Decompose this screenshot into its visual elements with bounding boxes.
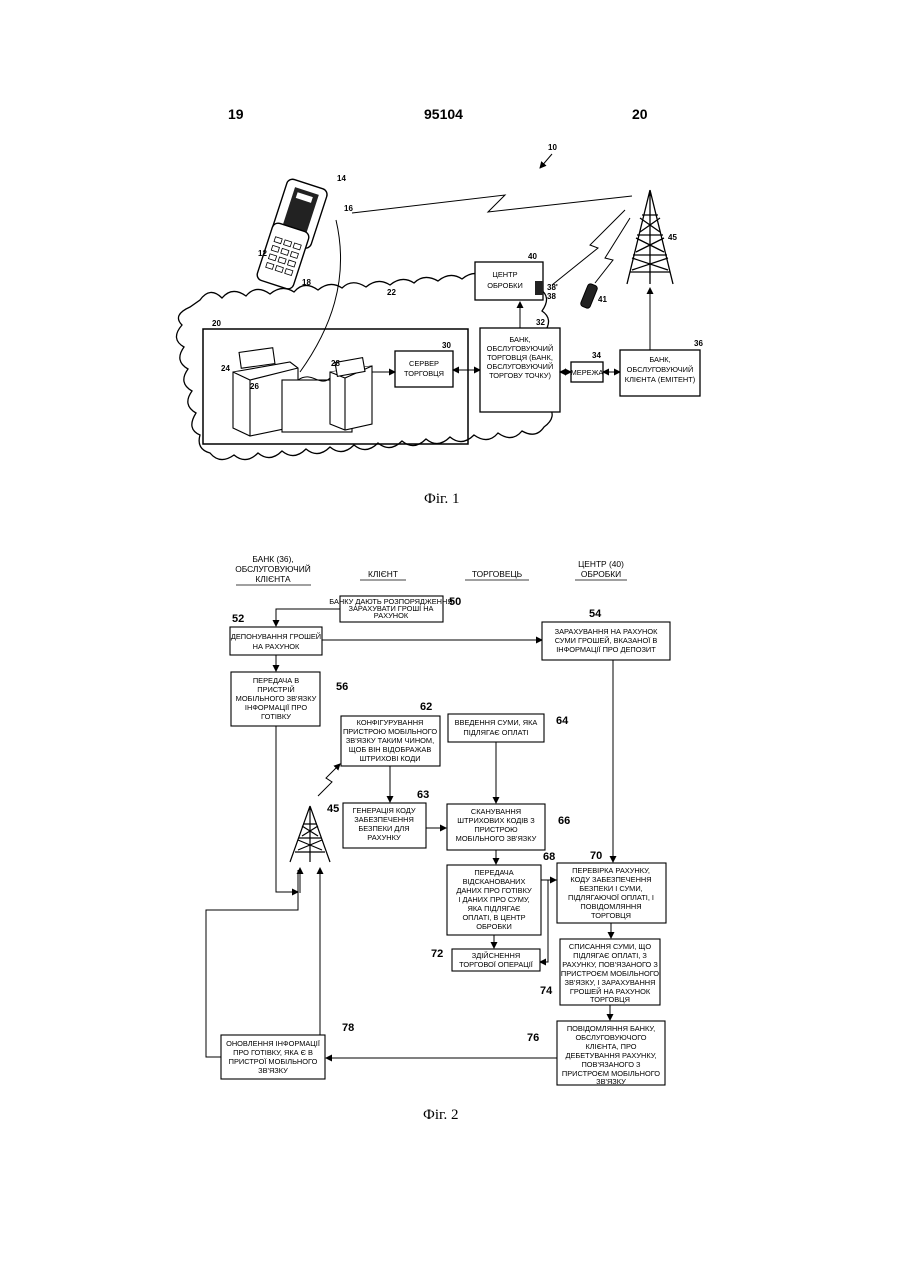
step-76-line-7: ЗВ'ЯЗКУ xyxy=(596,1077,626,1086)
step-76-line-4: ДЕБЕТУВАННЯ РАХУНКУ, xyxy=(565,1051,656,1060)
step-54-line-2: СУМИ ГРОШЕЙ, ВКАЗАНОЇ В xyxy=(555,636,658,645)
step-66-line-2: ШТРИХОВИХ КОДІВ З xyxy=(457,816,535,825)
ref-76: 76 xyxy=(527,1032,539,1044)
ref-64: 64 xyxy=(556,715,569,727)
step-56-line-3: МОБІЛЬНОГО ЗВ'ЯЗКУ xyxy=(236,694,317,703)
step-52-line-1: ДЕПОНУВАННЯ ГРОШЕЙ xyxy=(231,632,321,641)
step-68-line-6: ОПЛАТІ, В ЦЕНТР xyxy=(462,913,525,922)
step-74-line-1: СПИСАННЯ СУМИ, ЩО xyxy=(569,942,651,951)
ref-62: 62 xyxy=(420,701,432,713)
ref-52: 52 xyxy=(232,613,244,625)
step-63-line-4: РАХУНКУ xyxy=(367,833,401,842)
col-merchant: ТОРГОВЕЦЬ xyxy=(472,569,523,579)
step-50-line-3: РАХУНОК xyxy=(374,611,409,620)
step-68-line-1: ПЕРЕДАЧА xyxy=(474,868,513,877)
ref-50: 50 xyxy=(449,596,461,608)
step-62-line-3: ЗВ'ЯЗКУ ТАКИМ ЧИНОМ, xyxy=(346,736,434,745)
step-78-line-4: ЗВ'ЯЗКУ xyxy=(258,1066,288,1075)
step-70-line-2: КОДУ ЗАБЕЗПЕЧЕННЯ xyxy=(570,875,651,884)
step-74-line-7: ТОРГОВЦЯ xyxy=(590,995,630,1004)
step-52-line-2: НА РАХУНОК xyxy=(253,642,300,651)
step-72-line-1: ЗДІЙСНЕННЯ xyxy=(472,951,520,960)
step-72-line-2: ТОРГОВОЇ ОПЕРАЦІЇ xyxy=(459,960,534,969)
step-70-line-4: ПІДЛЯГАЮЧОЇ ОПЛАТІ, І xyxy=(568,893,654,902)
step-76-line-1: ПОВІДОМЛЯННЯ БАНКУ, xyxy=(567,1024,655,1033)
step-56-line-1: ПЕРЕДАЧА В xyxy=(253,676,299,685)
step-56-line-5: ГОТІВКУ xyxy=(261,712,291,721)
step-74-line-4: ПРИСТРОЄМ МОБІЛЬНОГО xyxy=(561,969,659,978)
step-70-line-1: ПЕРЕВІРКА РАХУНКУ, xyxy=(572,866,650,875)
step-63-line-3: БЕЗПЕКИ ДЛЯ xyxy=(358,824,409,833)
step-64-line-2: ПІДЛЯГАЄ ОПЛАТІ xyxy=(463,728,528,737)
step-62-line-5: ШТРИХОВІ КОДИ xyxy=(359,754,420,763)
ref-54: 54 xyxy=(589,608,602,620)
step-76-line-5: ПОВ'ЯЗАНОГО З xyxy=(581,1060,641,1069)
ref-68: 68 xyxy=(543,851,555,863)
step-62-line-1: КОНФІГУРУВАННЯ xyxy=(357,718,424,727)
step-63-line-1: ГЕНЕРАЦІЯ КОДУ xyxy=(352,806,415,815)
figure-2-caption: Фіг. 2 xyxy=(423,1107,458,1124)
col-bank-1: БАНК (36), xyxy=(252,554,293,564)
step-56-line-2: ПРИСТРІЙ xyxy=(257,685,294,694)
ref-70: 70 xyxy=(590,850,602,862)
ref-72: 72 xyxy=(431,948,443,960)
col-center-2: ОБРОБКИ xyxy=(581,569,621,579)
step-68-line-4: І ДАНИХ ПРО СУМУ, xyxy=(458,895,529,904)
step-78-line-1: ОНОВЛЕННЯ ІНФОРМАЦІЇ xyxy=(226,1039,321,1048)
step-66-line-1: СКАНУВАННЯ xyxy=(471,807,521,816)
step-56-line-4: ІНФОРМАЦІЇ ПРО xyxy=(245,703,307,712)
step-68-line-2: ВІДСКАНОВАНИХ xyxy=(463,877,526,886)
step-64-line-1: ВВЕДЕННЯ СУМИ, ЯКА xyxy=(455,718,538,727)
step-70-line-6: ТОРГОВЦЯ xyxy=(591,911,631,920)
ref-78: 78 xyxy=(342,1022,354,1034)
col-client: КЛІЄНТ xyxy=(368,569,398,579)
step-74-line-5: ЗВ'ЯЗКУ, І ЗАРАХУВАННЯ xyxy=(565,978,656,987)
ref-66: 66 xyxy=(558,815,570,827)
step-66-line-3: ПРИСТРОЮ xyxy=(474,825,518,834)
step-68-line-7: ОБРОБКИ xyxy=(476,922,512,931)
step-62-line-4: ЩОБ ВІН ВІДОБРАЖАВ xyxy=(349,745,432,754)
ref-63: 63 xyxy=(417,789,429,801)
step-74-line-3: РАХУНКУ, ПОВ'ЯЗАНОГО З xyxy=(562,960,658,969)
step-70-line-5: ПОВІДОМЛЯННЯ xyxy=(580,902,641,911)
step-68-line-5: ЯКА ПІДЛЯГАЄ xyxy=(468,904,522,913)
step-68-line-3: ДАНИХ ПРО ГОТІВКУ xyxy=(456,886,532,895)
step-76-line-3: КЛІЄНТА, ПРО xyxy=(586,1042,637,1051)
step-54-line-1: ЗАРАХУВАННЯ НА РАХУНОК xyxy=(555,627,658,636)
step-70-line-3: БЕЗПЕКИ І СУМИ, xyxy=(579,884,642,893)
step-74-line-2: ПІДЛЯГАЄ ОПЛАТІ, З xyxy=(573,951,647,960)
cell-tower-fig2 xyxy=(290,806,330,862)
ref-45-fig2: 45 xyxy=(327,803,339,815)
ref-56: 56 xyxy=(336,681,348,693)
col-bank-2: ОБСЛУГОВУЮЧИЙ xyxy=(235,563,311,574)
ref-74: 74 xyxy=(540,985,553,997)
step-54-line-3: ІНФОРМАЦІЇ ПРО ДЕПОЗИТ xyxy=(556,645,656,654)
step-66-line-4: МОБІЛЬНОГО ЗВ'ЯЗКУ xyxy=(456,834,537,843)
step-78-line-3: ПРИСТРОЇ МОБІЛЬНОГО xyxy=(229,1057,318,1066)
col-center-1: ЦЕНТР (40) xyxy=(578,559,624,569)
step-62-line-2: ПРИСТРОЮ МОБІЛЬНОГО xyxy=(343,727,437,736)
step-63-line-2: ЗАБЕЗПЕЧЕННЯ xyxy=(354,815,414,824)
step-76-line-2: ОБСЛУГОВУЮЧОГО xyxy=(575,1033,646,1042)
step-78-line-2: ПРО ГОТІВКУ, ЯКА Є В xyxy=(233,1048,313,1057)
col-bank-3: КЛІЄНТА xyxy=(255,574,291,584)
